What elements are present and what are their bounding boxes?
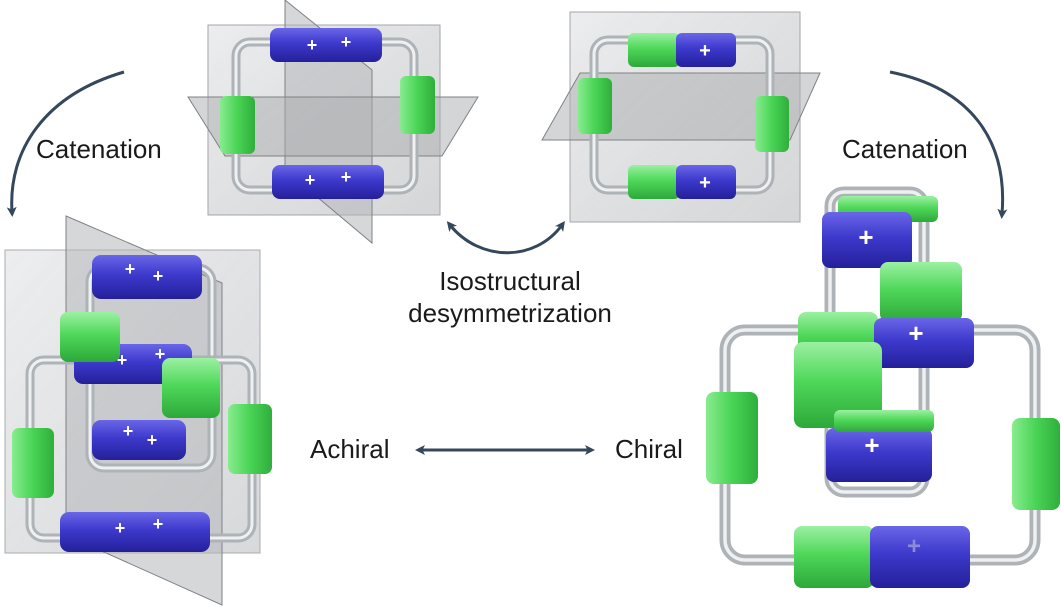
block-sign: +	[699, 172, 711, 194]
block-sign: +	[858, 222, 873, 252]
green-block	[400, 76, 435, 134]
blue-block: +	[874, 318, 974, 368]
block-sign: +	[115, 518, 126, 538]
green-block	[706, 392, 758, 484]
blue-block: + +	[92, 255, 202, 299]
green-block	[60, 312, 120, 362]
achiral-label: Achiral	[310, 434, 390, 464]
green-block	[1012, 418, 1060, 510]
block-sign: +	[153, 514, 164, 534]
blue-block: + +	[60, 512, 210, 552]
green-blue-block: +	[628, 33, 736, 67]
catenation-label-left: Catenation	[36, 134, 162, 164]
catenation-label-right: Catenation	[842, 134, 968, 164]
block-sign: +	[125, 259, 136, 279]
isostructural-label-line2: desymmetrization	[408, 298, 612, 328]
bottom-right-chiral-catenane: + + + +	[706, 186, 1060, 588]
green-block	[228, 404, 272, 474]
top-right-desymmetrized-ring: + +	[541, 11, 821, 223]
block-sign: +	[864, 430, 879, 460]
block-sign: +	[147, 430, 158, 450]
top-left-achiral-ring: + + + +	[187, 0, 479, 245]
block-sign: +	[117, 350, 128, 370]
blue-block: + +	[270, 28, 382, 62]
block-sign: +	[341, 32, 352, 52]
block-sign: +	[155, 344, 166, 364]
block-sign: +	[908, 318, 923, 348]
green-blue-block: +	[628, 165, 736, 199]
block-sign: +	[907, 533, 921, 560]
block-sign: +	[305, 170, 316, 190]
block-sign: +	[699, 40, 711, 62]
isostructural-label-line1: Isostructural	[439, 266, 581, 296]
green-block	[12, 428, 54, 498]
isostructural-double-arrow	[446, 220, 565, 255]
green-block	[880, 262, 962, 322]
green-block	[578, 78, 612, 134]
blue-block: +	[826, 410, 934, 482]
catenation-arrow-left	[6, 70, 125, 217]
blue-block: + +	[272, 165, 384, 199]
chiral-label: Chiral	[615, 434, 683, 464]
block-sign: +	[153, 266, 164, 286]
block-sign: +	[123, 421, 134, 441]
block-sign: +	[307, 35, 318, 55]
catenation-arrow-right	[889, 70, 1008, 219]
blue-block: + +	[92, 420, 186, 460]
green-block	[162, 358, 220, 418]
green-block	[794, 342, 882, 428]
green-block	[755, 96, 789, 152]
bottom-left-achiral-catenane: + + + + + + + +	[4, 215, 272, 606]
green-block	[220, 96, 255, 154]
green-blue-block: +	[822, 196, 938, 268]
block-sign: +	[341, 167, 352, 187]
green-blue-block: +	[794, 526, 970, 588]
